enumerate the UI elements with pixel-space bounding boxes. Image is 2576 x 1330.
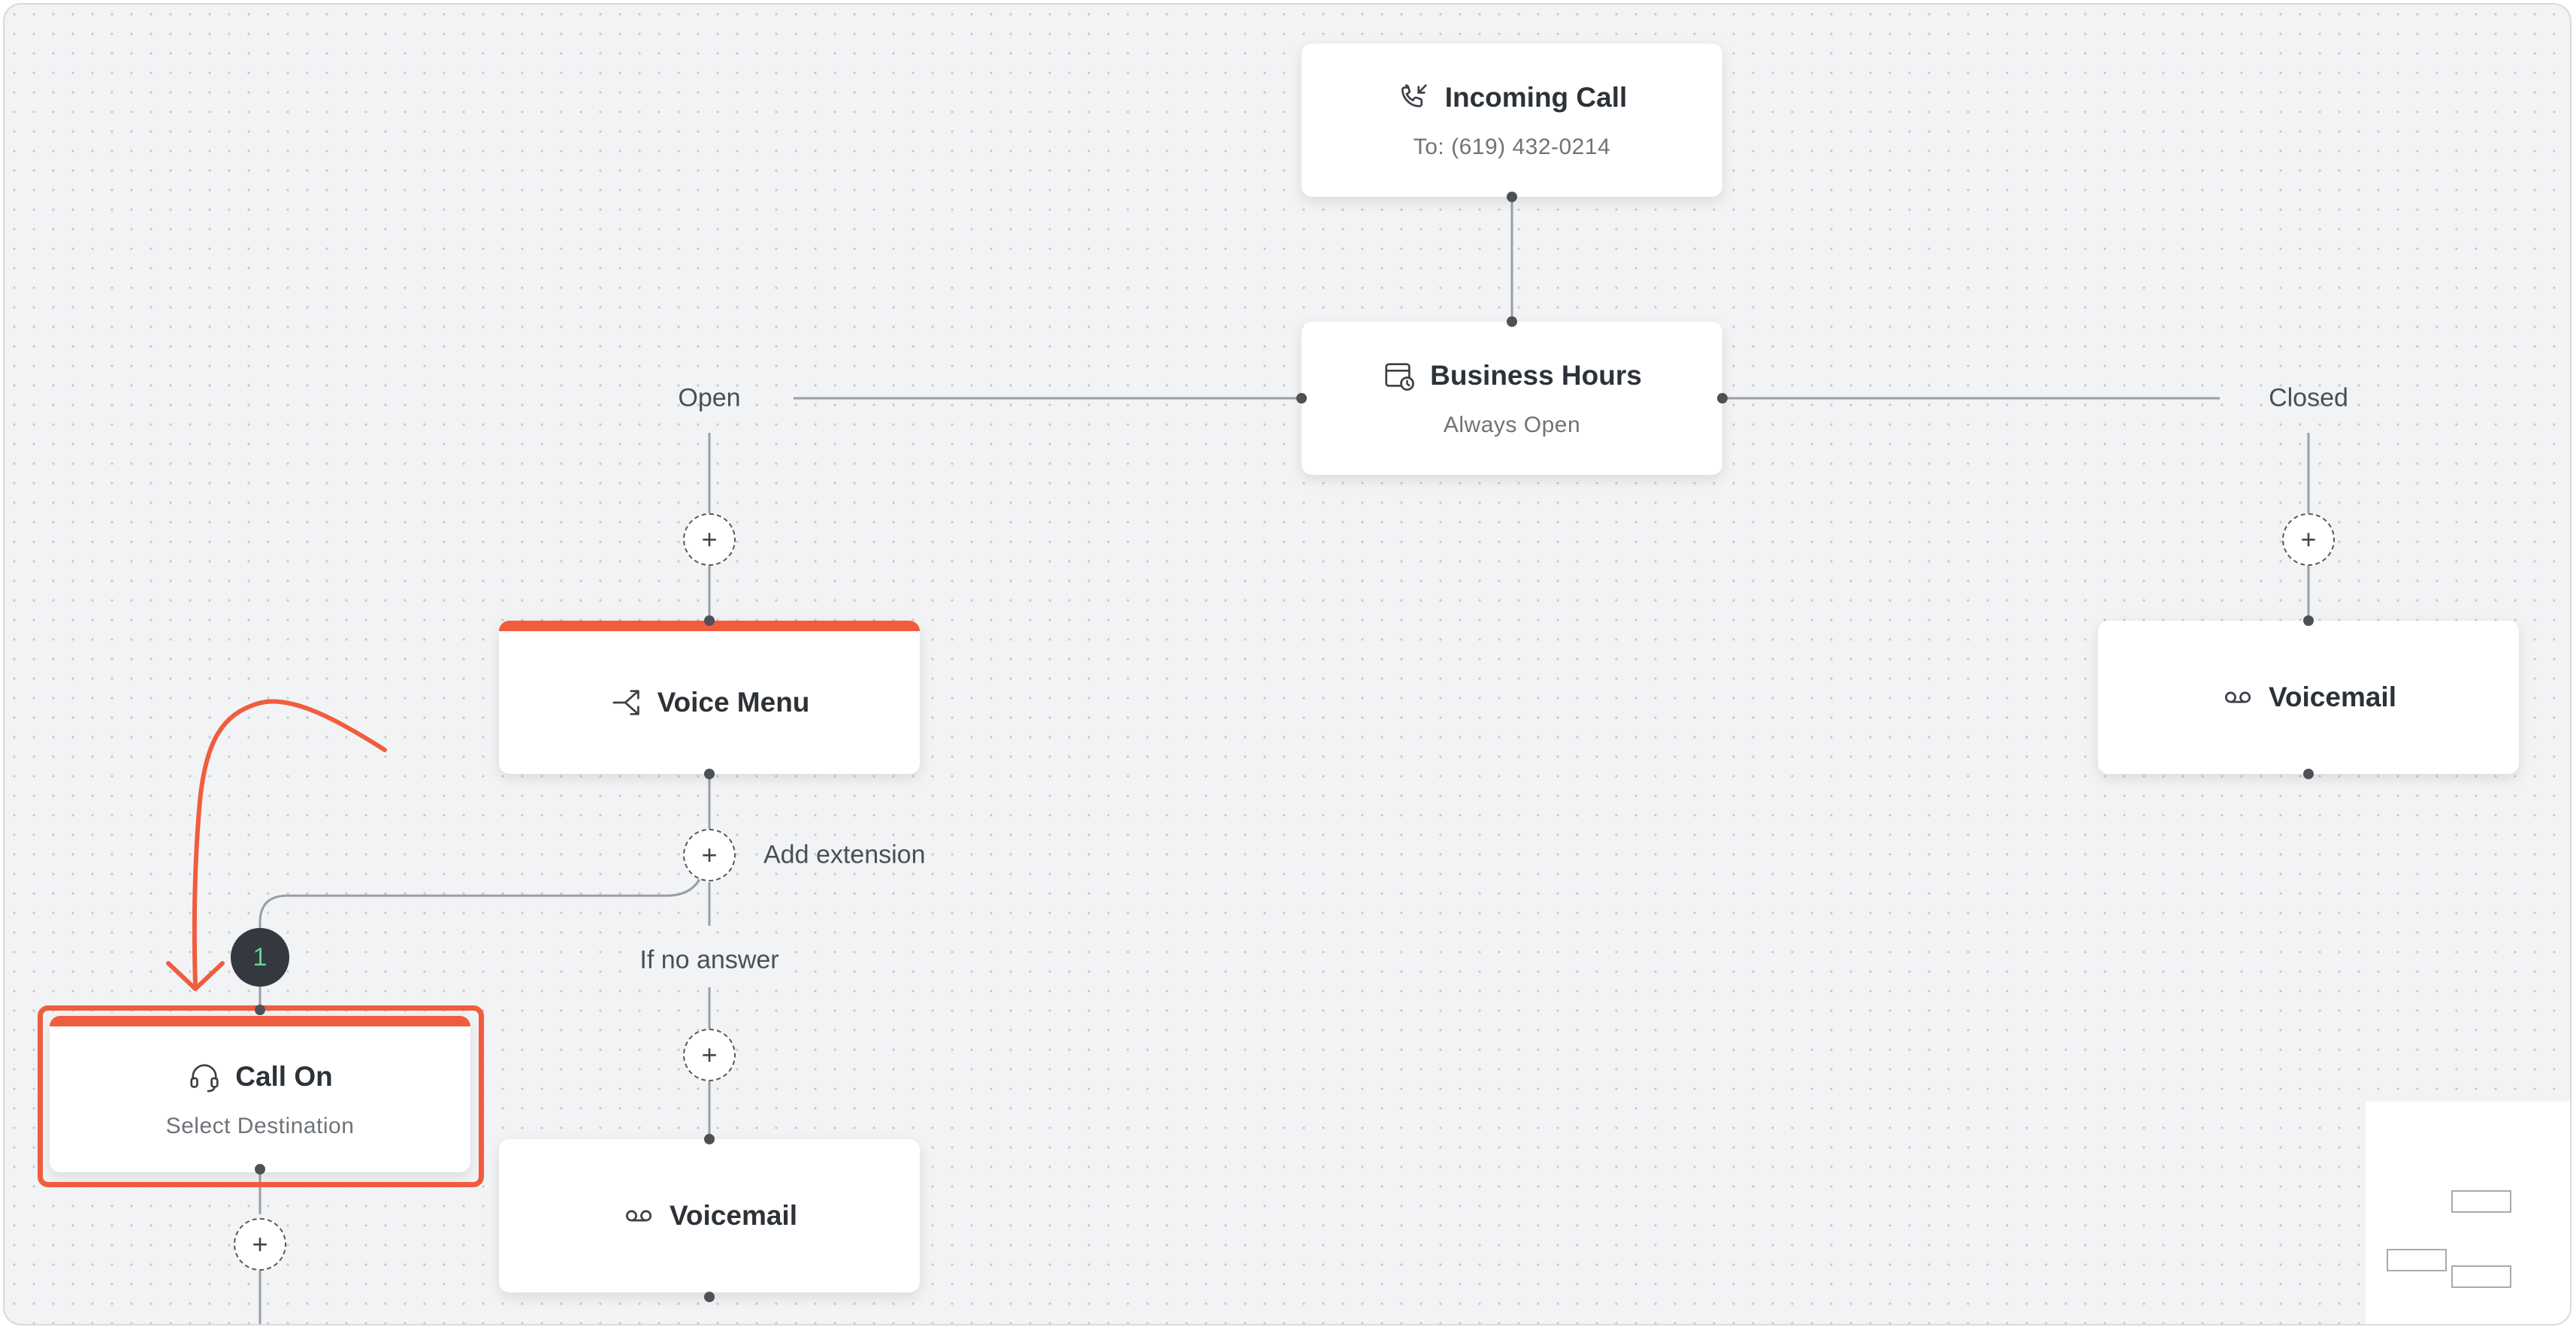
node-title: Voice Menu	[657, 687, 810, 718]
connection-handle[interactable]	[1717, 393, 1728, 404]
connection-handle[interactable]	[2303, 615, 2314, 626]
connection-handle[interactable]	[1507, 316, 1517, 327]
connection-handle[interactable]	[255, 1164, 265, 1174]
calendar-clock-icon	[1385, 363, 1415, 391]
node-subtitle: Select Destination	[165, 1114, 355, 1138]
add-extension-label[interactable]: Add extension	[763, 840, 926, 869]
extension-number-badge[interactable]: 1	[231, 928, 289, 987]
node-subtitle: Always Open	[1443, 413, 1581, 437]
connection-handle[interactable]	[255, 1005, 265, 1015]
add-extension-button[interactable]: +	[683, 829, 736, 881]
branch-label-open: Open	[678, 383, 741, 413]
branch-label-closed: Closed	[2269, 383, 2348, 413]
phone-incoming-icon	[1401, 84, 1427, 107]
incoming-call-node[interactable]: Incoming Call To: (619) 432-0214	[1302, 44, 1722, 197]
branch-arrows-icon	[612, 690, 639, 715]
annotation-arrow	[166, 699, 387, 991]
voicemail-no-answer-node[interactable]: Voicemail	[499, 1139, 920, 1292]
node-title: Business Hours	[1430, 360, 1642, 391]
connector-lines	[166, 197, 2310, 1324]
call-on-node[interactable]: Call On Select Destination	[50, 1016, 470, 1172]
minimap[interactable]	[2366, 1102, 2570, 1324]
selection-highlight	[38, 1005, 484, 1187]
connection-handle[interactable]	[704, 769, 715, 779]
headset-icon	[190, 1064, 219, 1093]
connection-handle[interactable]	[1296, 393, 1307, 404]
add-step-button[interactable]: +	[683, 1029, 736, 1081]
connection-handle[interactable]	[704, 1134, 715, 1144]
node-subtitle: To: (619) 432-0214	[1413, 135, 1611, 159]
minimap-node	[2387, 1249, 2447, 1271]
voicemail-icon	[2224, 691, 2251, 703]
business-hours-node[interactable]: Business Hours Always Open	[1302, 322, 1722, 475]
connection-handle[interactable]	[704, 1292, 715, 1302]
node-title: Voicemail	[669, 1200, 797, 1231]
voicemail-icon	[625, 1210, 652, 1222]
voicemail-closed-node[interactable]: Voicemail	[2098, 621, 2519, 774]
minimap-node	[2451, 1190, 2511, 1213]
if-no-answer-label: If no answer	[632, 945, 787, 975]
connection-handle[interactable]	[704, 615, 715, 626]
node-title: Voicemail	[2268, 682, 2396, 712]
minimap-node	[2451, 1265, 2511, 1288]
connection-handle[interactable]	[1507, 192, 1517, 202]
connection-handle[interactable]	[2303, 769, 2314, 779]
add-step-button[interactable]: +	[2282, 513, 2335, 566]
add-step-button[interactable]: +	[683, 513, 736, 566]
add-step-button[interactable]: +	[234, 1218, 286, 1271]
voice-menu-node[interactable]: Voice Menu	[499, 621, 920, 774]
node-title: Incoming Call	[1444, 82, 1628, 113]
flow-canvas[interactable]: Incoming Call To: (619) 432-0214 Busines…	[3, 3, 2571, 1325]
node-title: Call On	[235, 1061, 333, 1092]
